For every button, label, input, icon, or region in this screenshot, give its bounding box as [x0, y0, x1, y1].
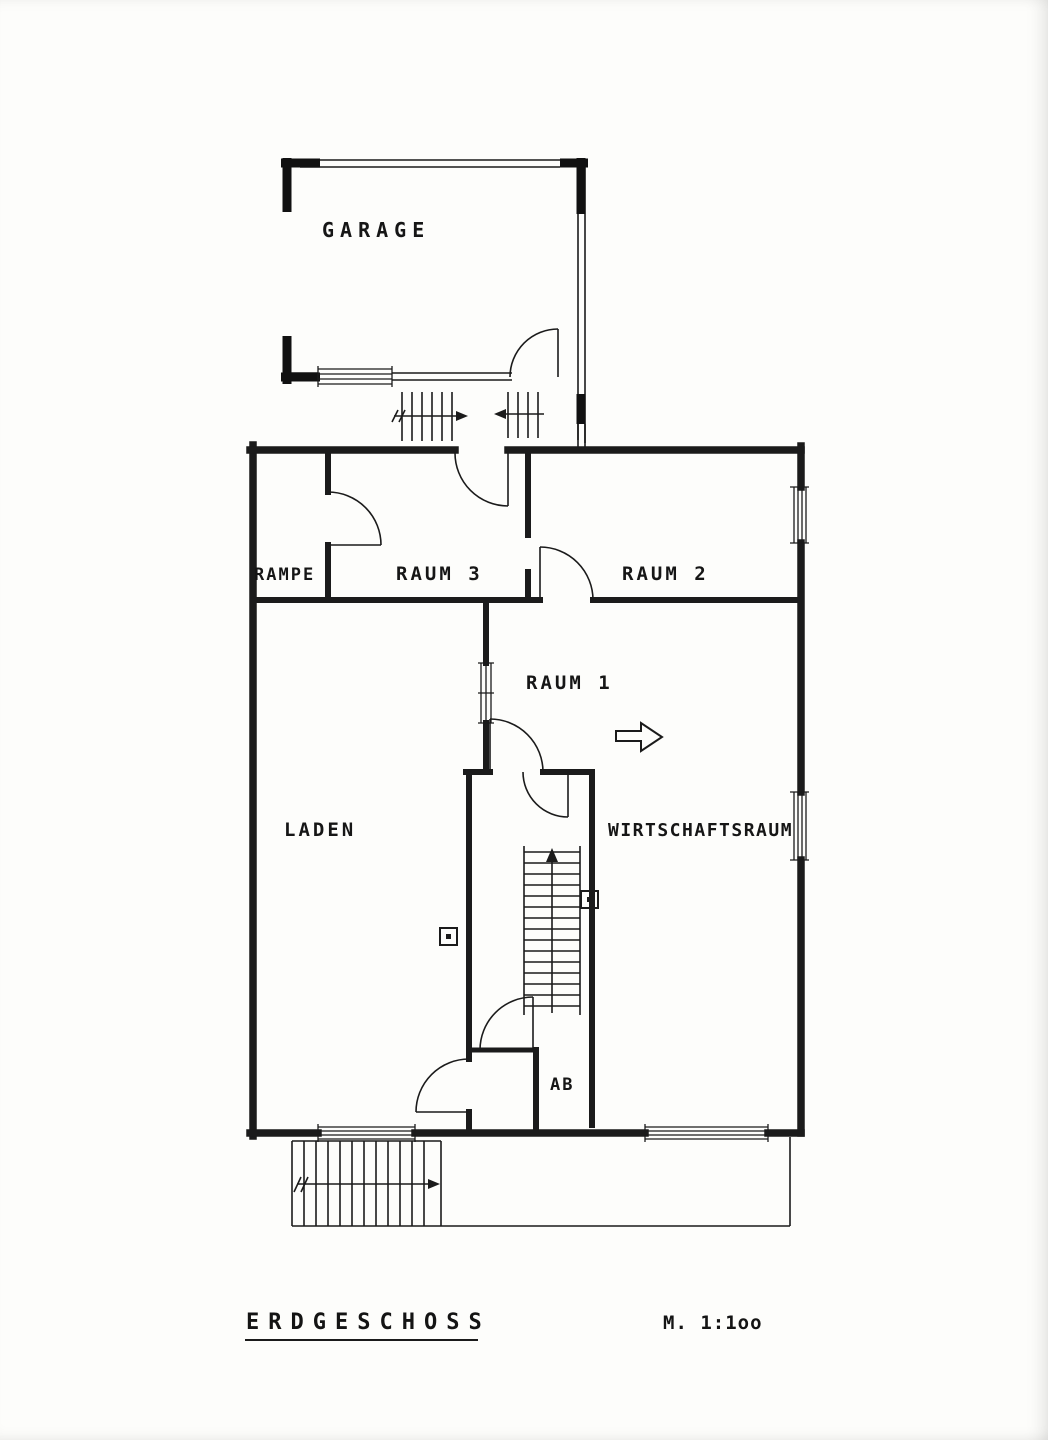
garage-door-arc [509, 328, 559, 378]
terrace-line [292, 1137, 791, 1227]
drawing-title: ERDGESCHOSS [246, 1310, 491, 1335]
garage-outline [281, 158, 588, 449]
window-hatch-bottom-right [644, 1124, 769, 1142]
main-stair [523, 846, 581, 1015]
interior-walls [250, 447, 804, 1136]
garage-lobby-stair-left [391, 392, 468, 441]
label-raum3: RAUM 3 [396, 563, 483, 585]
label-laden: LADEN [284, 819, 356, 841]
partition-glazing-hatch [478, 662, 494, 724]
door-arc-top-entry [454, 452, 509, 507]
exterior-walls [246, 441, 805, 1140]
window-hatch-right-upper [790, 486, 809, 544]
drawing-scale: M. 1:1oo [663, 1312, 763, 1334]
label-raum1: RAUM 1 [526, 672, 613, 694]
window-hatch-bottom-left [317, 1124, 416, 1142]
garage-lobby-stair-right [494, 392, 544, 438]
entrance-arrow [615, 721, 664, 753]
entrance-stair [291, 1140, 442, 1226]
label-rampe: RAMPE [254, 565, 315, 585]
door-arc-stair-top-inner [522, 771, 569, 818]
door-arc-stair-top-outer [489, 718, 544, 773]
label-ab: AB [550, 1075, 574, 1095]
column-symbol-left [439, 927, 458, 946]
garage-window-hatch [317, 366, 393, 387]
door-arc-raum1 [539, 546, 594, 601]
door-arc-stair-bottom [479, 996, 534, 1051]
window-hatch-right-mid [790, 791, 809, 861]
column-symbol-right [580, 890, 599, 909]
label-garage: GARAGE [322, 218, 430, 242]
label-raum2: RAUM 2 [622, 563, 709, 585]
door-arc-raum3 [327, 491, 382, 546]
door-arc-laden [415, 1058, 470, 1113]
label-wirtschaftsraum: WIRTSCHAFTSRAUM [608, 820, 793, 841]
